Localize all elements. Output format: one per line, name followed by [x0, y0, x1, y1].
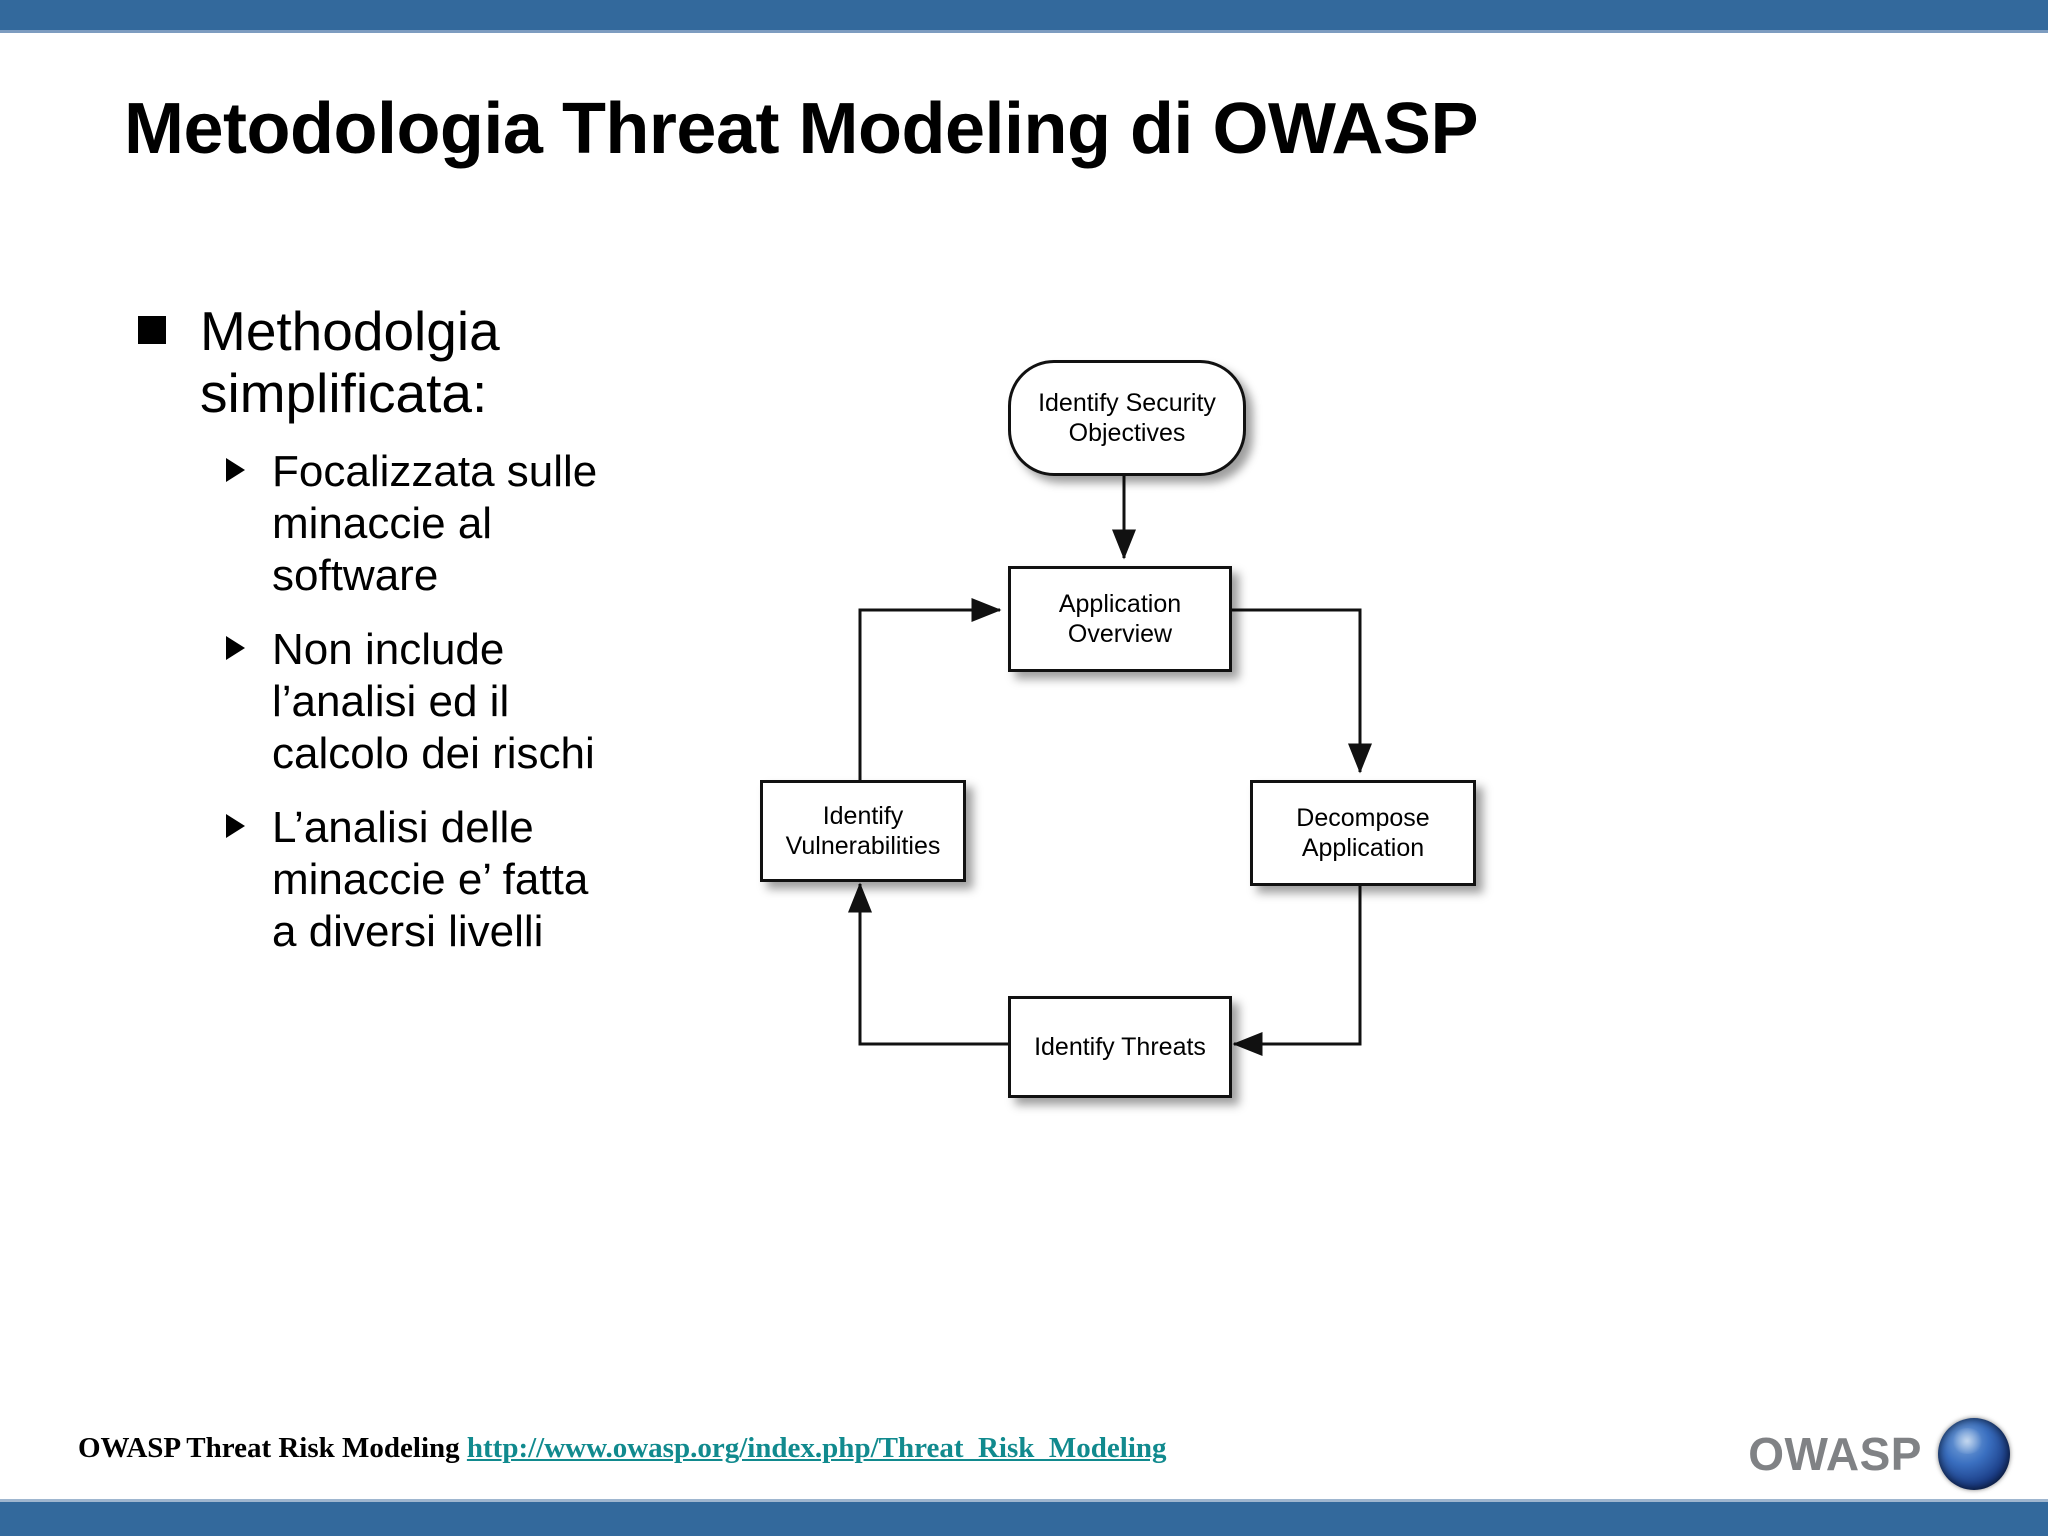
triangle-bullet-icon — [226, 458, 245, 483]
footer-reference: OWASP Threat Risk Modeling http://www.ow… — [78, 1432, 1167, 1465]
footer-link[interactable]: http://www.owasp.org/index.php/Threat_Ri… — [466, 1432, 1167, 1464]
flow-node-application-overview[interactable]: Application Overview — [1008, 566, 1232, 672]
flow-node-identify-vulnerabilities[interactable]: Identify Vulnerabilities — [760, 780, 966, 882]
bullet-level1: Methodolgia simplificata: — [132, 300, 590, 424]
bullet-level2: Focalizzata sulle minaccie al software — [226, 446, 602, 602]
flow-node-label: Identify Vulnerabilities — [785, 801, 941, 861]
owasp-brand: OWASP — [1748, 1418, 2010, 1490]
owasp-globe-icon — [1938, 1418, 2010, 1490]
top-accent-hairline — [0, 30, 2048, 33]
bottom-accent-bar — [0, 1502, 2048, 1536]
top-accent-bar — [0, 0, 2048, 30]
bullet-list: Methodolgia simplificata: Focalizzata su… — [132, 300, 832, 979]
bullet-level2-label: L’analisi delle minaccie e’ fatta a dive… — [272, 802, 589, 956]
sub-bullet-list: Focalizzata sulle minaccie al software N… — [132, 446, 832, 957]
threat-modeling-flow-diagram: Identify Security Objectives Application… — [760, 360, 1880, 1098]
bullet-level2-label: Non include l’analisi ed il calcolo dei … — [272, 625, 595, 778]
diagram-connectors — [848, 470, 1372, 1056]
flow-node-label: Identify Threats — [1034, 1032, 1206, 1061]
bullet-level2-label: Focalizzata sulle minaccie al software — [272, 447, 598, 601]
flow-node-identify-security-objectives[interactable]: Identify Security Objectives — [1008, 360, 1246, 476]
brand-label: OWASP — [1748, 1428, 1922, 1480]
flow-node-label: Identify Security Objectives — [1038, 388, 1216, 448]
flow-node-label: Application Overview — [1058, 589, 1182, 649]
footer-label: OWASP Threat Risk Modeling — [78, 1432, 467, 1464]
bullet-level2: Non include l’analisi ed il calcolo dei … — [226, 624, 602, 780]
bullet-level1-label: Methodolgia simplificata: — [200, 300, 500, 425]
triangle-bullet-icon — [226, 636, 245, 660]
square-bullet-icon — [138, 316, 166, 344]
triangle-bullet-icon — [226, 813, 245, 838]
bottom-accent-hairline — [0, 1499, 2048, 1502]
flow-node-identify-threats[interactable]: Identify Threats — [1008, 996, 1232, 1098]
page-title: Metodologia Threat Modeling di OWASP — [124, 89, 1478, 169]
flow-node-decompose-application[interactable]: Decompose Application — [1250, 780, 1476, 886]
flow-node-label: Decompose Application — [1296, 803, 1430, 863]
bullet-level2: L’analisi delle minaccie e’ fatta a dive… — [226, 802, 602, 958]
